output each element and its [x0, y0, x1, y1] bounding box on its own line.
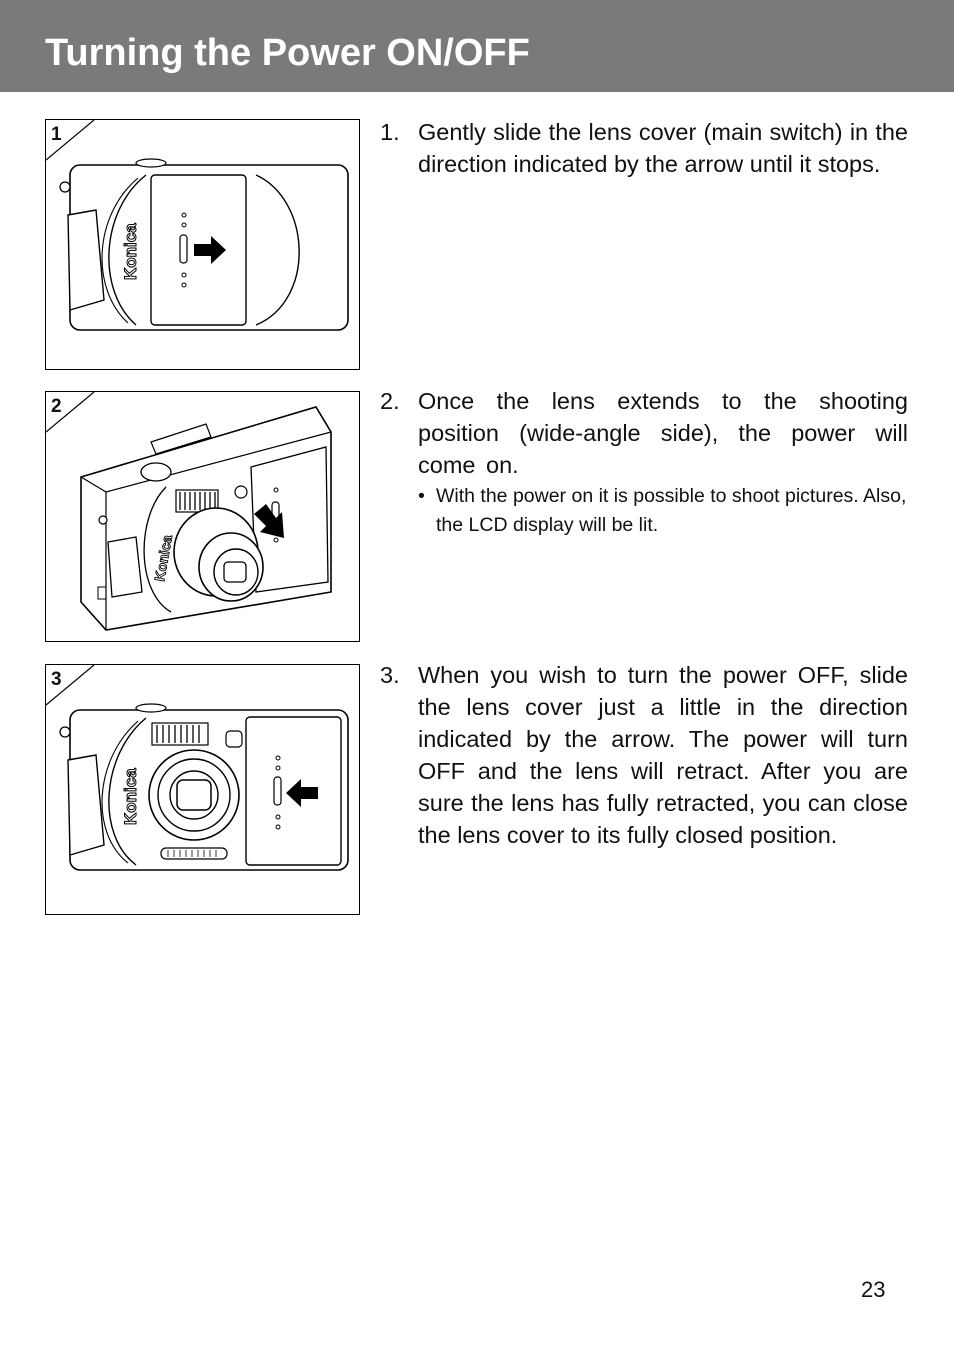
figure-1: 1 Konica: [45, 119, 360, 370]
svg-text:Konica: Konica: [121, 768, 140, 825]
konica-logo: Konica: [121, 222, 141, 280]
step-text: Gently slide the lens cover (main switch…: [418, 119, 908, 177]
note-text: With the power on it is possible to shoo…: [436, 485, 907, 536]
figure-number: 2: [51, 396, 62, 417]
camera-open-illustration: Konica: [46, 392, 332, 631]
svg-text:Konica: Konica: [121, 223, 140, 280]
camera-front-illustration: Konica: [46, 665, 349, 871]
arrow-down-right-icon: [254, 504, 284, 538]
bullet: •: [418, 485, 425, 507]
step-2: 2. Once the lens extends to the shooting…: [380, 385, 908, 481]
figure-number: 3: [51, 669, 62, 690]
step-text: Once the lens extends to the shooting po…: [418, 388, 908, 478]
step-number: 1.: [380, 119, 400, 145]
figure-number: 1: [51, 124, 62, 145]
step-3: 3. When you wish to turn the power OFF, …: [380, 659, 908, 851]
step-2-note: • With the power on it is possible to sh…: [418, 482, 910, 540]
konica-logo: Konica: [121, 767, 141, 825]
page-number: 23: [861, 1277, 886, 1302]
step-1: 1. Gently slide the lens cover (main swi…: [380, 116, 908, 180]
step-number: 3.: [380, 662, 400, 688]
arrow-right-icon: [194, 236, 226, 264]
page-title: Turning the Power ON/OFF: [45, 32, 530, 74]
figure-2: 2 Konica: [45, 391, 360, 642]
step-number: 2.: [380, 388, 400, 414]
page-header: Turning the Power ON/OFF: [0, 0, 954, 92]
arrow-left-icon: [286, 779, 318, 807]
step-text: When you wish to turn the power OFF, sli…: [418, 662, 908, 848]
camera-closed-illustration: Konica: [46, 120, 349, 331]
figure-3: 3 Konica: [45, 664, 360, 915]
